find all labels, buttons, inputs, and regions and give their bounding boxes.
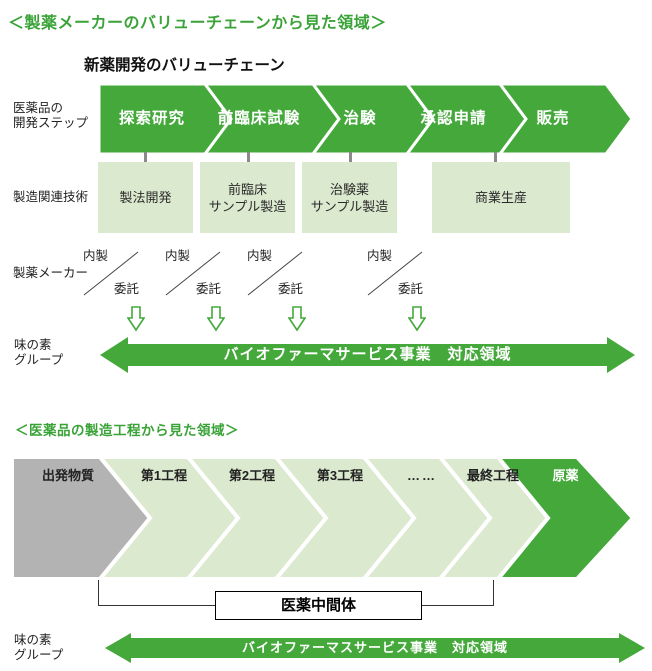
down-arrow-icon <box>288 306 306 332</box>
tech-box-3-line1: 治験薬 <box>329 181 369 197</box>
coverage-arrow-1-label: バイオファーマサービス事業 対応領域 <box>223 346 512 363</box>
outsource-label: 委託 <box>277 282 303 296</box>
stage-label-3: 第3工程 <box>316 468 364 483</box>
down-arrow-icon <box>127 306 145 332</box>
slash-line-icon <box>165 251 221 296</box>
slash-line-icon <box>367 251 423 296</box>
tech-box-commercial-production: 商業生産 <box>432 162 570 233</box>
step-label-2: 前臨床試験 <box>217 110 301 127</box>
step-label-1: 探索研究 <box>118 110 185 127</box>
inhouse-label: 内製 <box>83 249 109 263</box>
chevron-step-5 <box>498 84 634 154</box>
maker-group-4: 内製 委託 <box>367 245 423 297</box>
row-label-dev-steps-line2: 開発ステップ <box>13 116 89 130</box>
down-arrow-icon <box>408 306 426 332</box>
chevron-stage-api <box>495 457 636 579</box>
chevron-stage-3 <box>273 457 417 579</box>
coverage-arrow-1-body <box>128 344 607 366</box>
coverage-arrow-2-label: バイオファーマスサービス事業 対応領域 <box>241 640 508 655</box>
inhouse-label: 内製 <box>247 249 273 263</box>
connector-tick-1 <box>144 152 147 162</box>
inhouse-label: 内製 <box>367 249 393 263</box>
tech-box-preclinical-sample: 前臨床 サンプル製造 <box>200 162 295 233</box>
row-label-dev-steps-line1: 医薬品の <box>13 101 64 115</box>
maker-group-1: 内製 委託 <box>83 245 139 297</box>
arrow-left-head-icon <box>105 633 131 663</box>
arrow-right-head-icon <box>607 337 635 373</box>
slash-line-icon <box>247 251 303 296</box>
chevron-step-2 <box>203 84 341 154</box>
row-label-ajinomoto-group-2: 味の素 グループ <box>14 633 63 663</box>
chevron-stage-dots <box>361 457 493 579</box>
tech-box-clinical-sample: 治験薬 サンプル製造 <box>302 162 397 233</box>
tech-box-1-line1: 製法開発 <box>119 190 172 205</box>
row-label-ajinomoto-line2: グループ <box>14 353 64 367</box>
tech-box-4-line1: 商業生産 <box>474 190 527 205</box>
connector-tick-4 <box>494 152 497 162</box>
row-label-mfg-tech: 製造関連技術 <box>13 190 89 204</box>
process-chevron-band <box>10 457 636 579</box>
intermediate-box: 医薬中間体 <box>215 591 422 620</box>
section1-heading: ＜製薬メーカーのバリューチェーンから見た領域＞ <box>8 15 387 32</box>
arrow-left-head-icon <box>100 337 128 373</box>
stage-label-1: 第1工程 <box>140 468 188 483</box>
tech-box-2-line2: サンプル製造 <box>208 198 287 214</box>
tech-box-3-line2: サンプル製造 <box>310 198 389 214</box>
arrow-right-head-icon <box>619 633 645 663</box>
slash-line-icon <box>83 251 139 296</box>
stage-label-start: 出発物質 <box>41 468 94 483</box>
outsource-label: 委託 <box>113 282 139 296</box>
stage-label-final: 最終工程 <box>466 468 519 483</box>
connector-tick-2 <box>247 152 250 162</box>
chevron-step-4 <box>405 84 528 154</box>
row-label-ajinomoto2-line2: グループ <box>14 648 64 662</box>
stage-label-api: 原薬 <box>552 468 579 483</box>
step-label-5: 販売 <box>536 110 570 127</box>
stage-label-dots: …… <box>407 468 437 483</box>
maker-group-3: 内製 委託 <box>247 245 303 297</box>
outsource-label: 委託 <box>195 282 221 296</box>
step-label-4: 承認申請 <box>420 110 487 127</box>
chevron-stage-2 <box>185 457 329 579</box>
inhouse-label: 内製 <box>165 249 191 263</box>
maker-group-2: 内製 委託 <box>165 245 221 297</box>
row-label-ajinomoto-line1: 味の素 <box>14 338 52 352</box>
row-label-ajinomoto-group: 味の素 グループ <box>14 338 63 368</box>
chevron-step-3 <box>311 84 435 154</box>
coverage-arrow-1: バイオファーマサービス事業 対応領域 <box>100 337 635 373</box>
row-label-pharma-maker: 製薬メーカー <box>13 266 89 280</box>
chevron-stage-1 <box>97 457 241 579</box>
step-label-3: 治験 <box>343 110 377 127</box>
stage-label-2: 第2工程 <box>228 468 276 483</box>
row-label-dev-steps: 医薬品の 開発ステップ <box>13 101 88 131</box>
tech-box-2-line1: 前臨床 <box>227 181 267 197</box>
outsource-label: 委託 <box>397 282 423 296</box>
dev-step-chevron-band <box>97 84 634 154</box>
coverage-arrow-2-body <box>131 638 619 658</box>
coverage-arrow-2: バイオファーマスサービス事業 対応領域 <box>105 633 645 663</box>
section1-subtitle: 新薬開発のバリューチェーン <box>84 57 285 74</box>
row-label-ajinomoto2-line1: 味の素 <box>14 633 52 647</box>
down-arrow-icon <box>207 306 225 332</box>
connector-tick-3 <box>349 152 352 162</box>
section2-heading: ＜医薬品の製造工程から見た領域＞ <box>15 423 239 438</box>
tech-box-process-dev: 製法開発 <box>98 162 193 233</box>
